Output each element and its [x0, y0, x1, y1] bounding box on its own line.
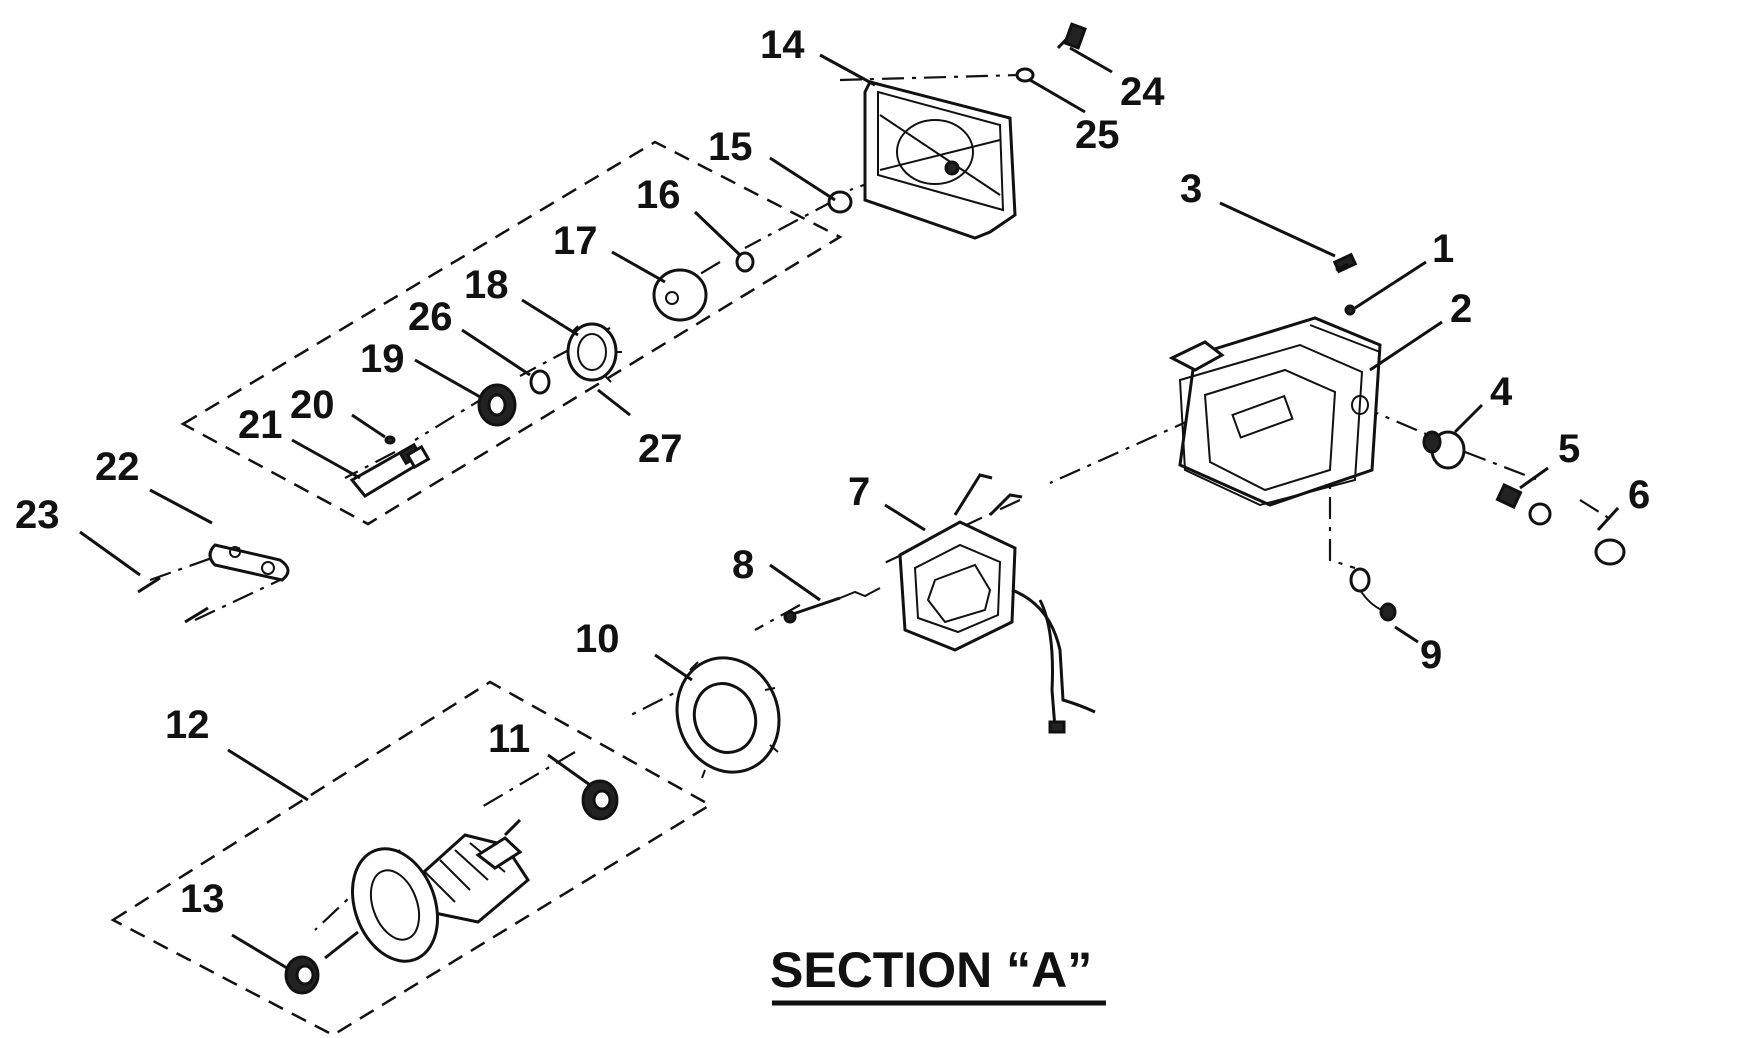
part-26-snap-ring [529, 369, 551, 395]
part-7-stator [898, 473, 1096, 734]
part-24-screw [1056, 22, 1087, 50]
part-23-screws [137, 576, 209, 624]
part-19-bearing [477, 383, 517, 427]
part-9-cord-clamp [1349, 567, 1397, 622]
label-9: 9 [1420, 633, 1442, 677]
label-19: 19 [360, 337, 405, 381]
axis-plate [149, 546, 281, 621]
label-5: 5 [1558, 427, 1580, 471]
label-14: 14 [760, 23, 805, 67]
leader-lines [79, 46, 1620, 970]
label-12: 12 [165, 703, 210, 747]
part-10-baffle [675, 656, 781, 779]
part-25-washer [1015, 67, 1035, 83]
section-title: SECTION “A” [770, 942, 1092, 998]
label-24: 24 [1120, 70, 1165, 114]
part-8-screw [783, 587, 881, 624]
label-20: 20 [290, 383, 335, 427]
part-1-pin [1344, 304, 1356, 316]
label-21: 21 [238, 403, 283, 447]
label-17: 17 [553, 219, 598, 263]
label-26: 26 [408, 295, 453, 339]
axis-main [314, 416, 1196, 931]
part-3-screw [1332, 252, 1358, 274]
part-2-housing [1168, 316, 1382, 507]
label-10: 10 [575, 617, 620, 661]
label-8: 8 [732, 543, 754, 587]
label-27: 27 [638, 427, 683, 471]
part-21-shaft [349, 442, 431, 498]
part-13-bearing [284, 955, 320, 995]
label-22: 22 [95, 445, 140, 489]
label-6: 6 [1628, 473, 1650, 517]
label-3: 3 [1180, 167, 1202, 211]
label-7: 7 [848, 470, 870, 514]
label-11: 11 [488, 717, 530, 761]
label-18: 18 [464, 263, 509, 307]
group-27-outline [180, 140, 843, 526]
label-23: 23 [15, 493, 60, 537]
label-4: 4 [1490, 370, 1513, 414]
label-15: 15 [708, 125, 753, 169]
part-17-washer [652, 268, 708, 322]
label-2: 2 [1450, 287, 1472, 331]
part-22-plate [208, 543, 290, 582]
part-4-switch [1422, 430, 1466, 470]
part-16-ring [735, 251, 755, 273]
label-13: 13 [180, 877, 225, 921]
part-18-gear [566, 322, 622, 383]
part-20-key [384, 435, 396, 445]
part-14-end-bell [863, 80, 1017, 240]
label-16: 16 [636, 173, 681, 217]
label-1: 1 [1432, 227, 1454, 271]
axis-cord [1328, 455, 1356, 570]
part-12-armature [324, 818, 530, 963]
part-6-cap [1594, 538, 1626, 566]
part-5-connector [1495, 482, 1552, 526]
label-25: 25 [1075, 113, 1120, 157]
part-11-bearing [581, 779, 619, 821]
group-12-outline [110, 680, 713, 1037]
part-15-bearing [827, 190, 853, 214]
